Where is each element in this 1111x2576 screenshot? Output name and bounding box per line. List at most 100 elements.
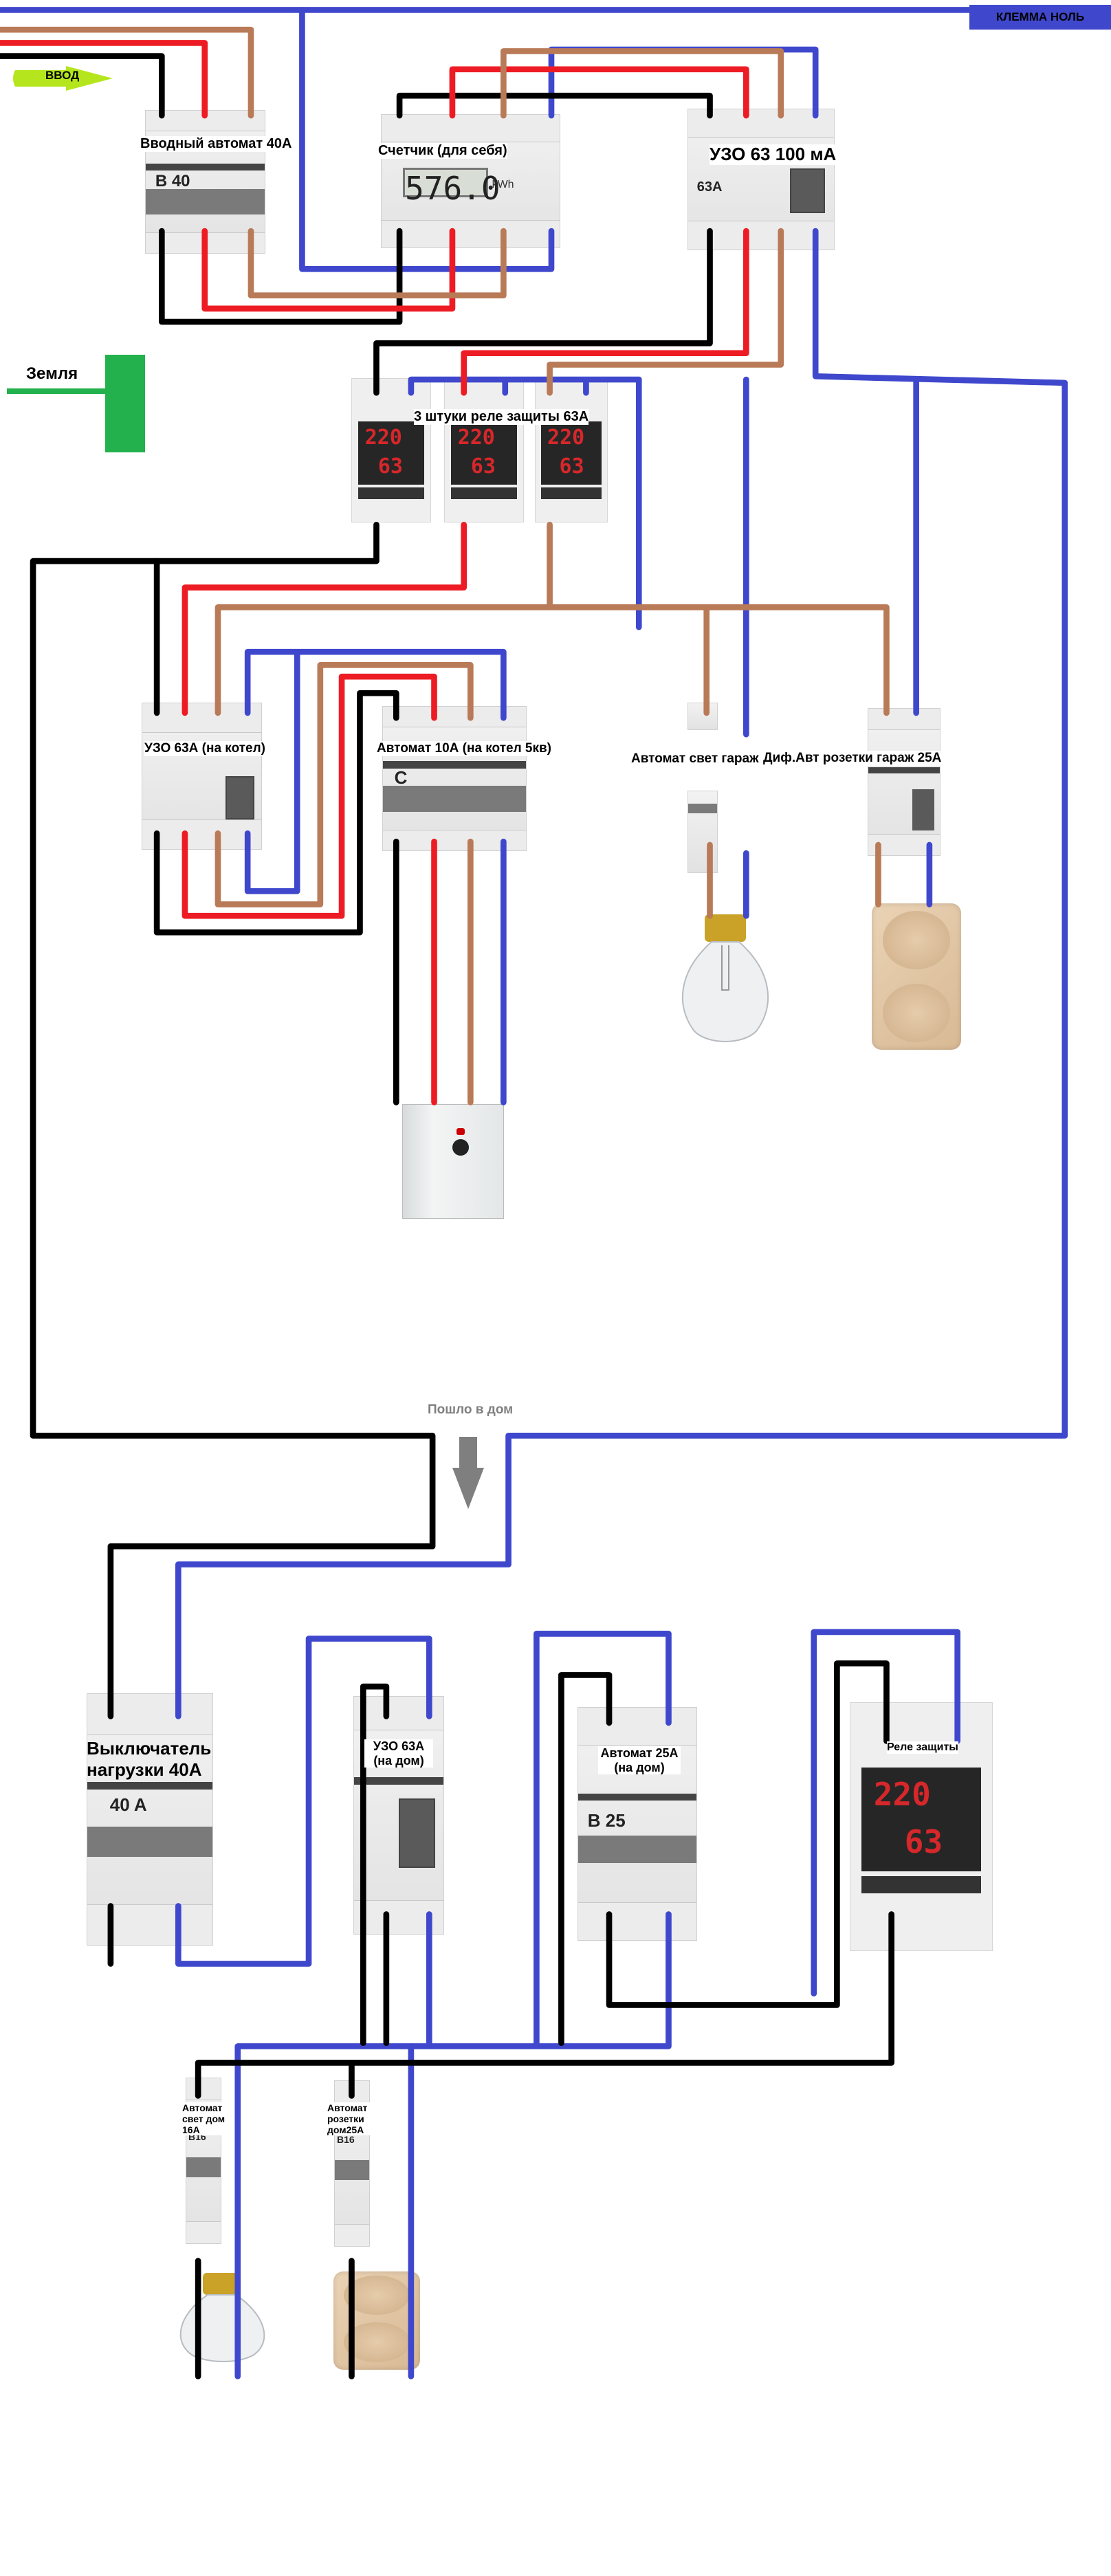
wire-l3-input bbox=[0, 26, 254, 119]
switch-rating: 40 A bbox=[109, 1794, 147, 1815]
wire-l1-breaker-to-relay bbox=[606, 1660, 890, 2008]
boiler-thermostat-knob bbox=[452, 1139, 469, 1156]
wire-l1-rcd-boiler-out bbox=[153, 690, 399, 936]
breaker-bottom-terminals bbox=[186, 2221, 221, 2243]
wire-neutral-relays bbox=[408, 376, 642, 396]
breaker-top-terminals bbox=[578, 1708, 696, 1746]
phase-l3-wires bbox=[0, 26, 890, 1105]
rcd-rating: 63A bbox=[696, 179, 723, 195]
wire-l2-rcd-to-relay bbox=[461, 228, 749, 396]
relay-display: 220 63 bbox=[358, 421, 424, 485]
relay-display: 220 63 bbox=[861, 1767, 981, 1871]
voltage-relay-l3: 220 63 bbox=[535, 378, 608, 522]
breaker-lever bbox=[383, 785, 526, 812]
rcd-house-63a bbox=[353, 1696, 444, 1935]
wire-l1-house-rcd bbox=[360, 1683, 390, 2046]
wire-l2-relay-out bbox=[182, 522, 468, 716]
meter-bottom-terminals bbox=[382, 220, 560, 247]
garage-double-socket-icon bbox=[872, 903, 961, 1050]
wire-l1-breaker-to-meter bbox=[158, 228, 403, 325]
bulb-filament bbox=[721, 945, 729, 991]
switch-label-band bbox=[87, 1781, 212, 1790]
neutral-terminal-box: КЛЕММА НОЛЬ bbox=[969, 5, 1111, 30]
ground-label: Земля bbox=[26, 364, 78, 383]
to-house-label: Пошло в дом bbox=[428, 1402, 514, 1417]
breaker-boiler-label: Автомат 10А (на котел 5кв) bbox=[377, 741, 551, 756]
rcbo-handle bbox=[912, 789, 934, 830]
meter-display: 576.0 bbox=[403, 168, 500, 207]
relay-display: 220 63 bbox=[541, 421, 602, 485]
breaker-lever bbox=[335, 2160, 369, 2180]
wire-neutral-rcd-to-breaker bbox=[426, 1631, 672, 2046]
relay-display: 220 63 bbox=[451, 421, 517, 485]
wire-neutral-meter-to-rcd bbox=[548, 46, 819, 119]
phase-l1-wires bbox=[0, 53, 894, 2379]
rcbo-garage-sockets-label: Диф.Авт розетки гараж 25А bbox=[763, 751, 942, 766]
rcd-boiler-label: УЗО 63А (на котел) bbox=[144, 741, 265, 756]
rcd-boiler bbox=[142, 703, 262, 850]
wire-l1-relay-out bbox=[30, 522, 436, 1719]
wire-l2-meter-to-rcd bbox=[449, 66, 749, 119]
rcbo-label-band bbox=[868, 767, 940, 773]
voltage-relay-l1: 220 63 bbox=[351, 378, 431, 522]
breaker-rating: B 25 bbox=[587, 1809, 626, 1831]
relay-buttons bbox=[451, 487, 517, 499]
wire-l3-meter-to-rcd bbox=[500, 48, 784, 119]
garage-light-bulb-icon bbox=[681, 914, 769, 1042]
wire-l2-breaker-to-meter bbox=[201, 228, 456, 312]
breaker-bottom-terminals bbox=[335, 2223, 369, 2246]
relay-current-readout: 63 bbox=[377, 454, 403, 478]
breaker-house-light-label: Автомат свет дом 16А bbox=[182, 2102, 230, 2136]
rcd-main-label: УЗО 63 100 мА bbox=[710, 144, 837, 165]
wire-neutral-to-meter-bottom bbox=[299, 7, 555, 272]
wire-l2-rcd-boiler-out bbox=[182, 673, 437, 919]
socket-outlet bbox=[882, 984, 951, 1043]
breaker-lever bbox=[186, 2157, 221, 2177]
breaker-bottom-terminals bbox=[578, 1902, 696, 1940]
wire-l2-input bbox=[0, 40, 208, 119]
breaker-lever bbox=[688, 803, 717, 813]
socket-outlet bbox=[344, 2275, 410, 2315]
rcd-house-label: УЗО 63А (на дом) bbox=[364, 1739, 433, 1768]
house-double-socket-icon bbox=[333, 2271, 420, 2370]
wire-neutral-house-switch-to-rcd bbox=[175, 1636, 432, 1967]
voltage-relay-l2: 220 63 bbox=[444, 378, 524, 522]
breaker-rating: B 40 bbox=[155, 172, 190, 190]
relay-voltage-readout: 220 bbox=[457, 425, 495, 450]
rcd-label-band bbox=[354, 1777, 443, 1785]
wire-l3-rcd-to-relay bbox=[547, 228, 784, 396]
breaker-top-terminals bbox=[186, 2078, 221, 2101]
breaker-lever bbox=[146, 188, 265, 215]
rcd-bottom-terminals bbox=[142, 819, 261, 849]
wire-l3-breaker-to-meter bbox=[248, 228, 507, 298]
ground-bar bbox=[105, 355, 145, 452]
electricity-meter: 576.0 kWh bbox=[381, 114, 560, 248]
rcd-top-terminals bbox=[142, 703, 261, 734]
boiler-power-indicator bbox=[456, 1128, 465, 1135]
rcd-handle bbox=[790, 168, 826, 213]
house-light-bulb-icon bbox=[179, 2273, 265, 2362]
socket-outlet bbox=[344, 2322, 410, 2362]
breaker-lever bbox=[578, 1835, 696, 1864]
rcbo-top-terminals bbox=[868, 709, 940, 730]
wire-l1-rcd-to-relay bbox=[373, 228, 713, 396]
relay-voltage-readout: 220 bbox=[873, 1775, 931, 1813]
wire-l1-meter-to-rcd bbox=[396, 92, 713, 119]
breaker-label-band bbox=[578, 1794, 696, 1801]
wire-l3-relay-out bbox=[214, 522, 890, 716]
relays-label: 3 штуки реле защиты 63А bbox=[414, 409, 589, 425]
bulb-base bbox=[705, 914, 746, 942]
phase-l2-wires bbox=[0, 40, 749, 1105]
breaker-house-label: Автомат 25А (на дом) bbox=[598, 1746, 681, 1775]
relay-voltage-readout: 220 bbox=[364, 425, 402, 450]
breaker-rating: B16 bbox=[337, 2133, 355, 2145]
relay-buttons bbox=[541, 487, 602, 499]
meter-label: Счетчик (для себя) bbox=[378, 143, 507, 159]
relay-current-readout: 63 bbox=[470, 454, 496, 478]
rcbo-garage-sockets bbox=[868, 708, 940, 856]
to-house-arrow-icon bbox=[452, 1437, 484, 1509]
to-house-arrow-shape bbox=[452, 1437, 484, 1509]
meter-top-terminals bbox=[382, 115, 560, 142]
